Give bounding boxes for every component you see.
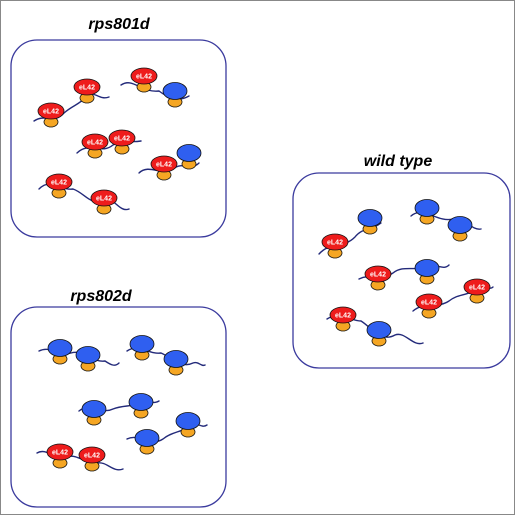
panel-rps802d: rps802d eL42 eL42 [10, 288, 227, 508]
ribosome [75, 346, 101, 372]
ribosome: eL42 [108, 129, 136, 155]
el42-label: eL42 [52, 450, 68, 457]
panel-rps801d: rps801d eL42 eL42 eL42 eL42 eL42 eL42 eL42 eL42 [10, 16, 227, 238]
ribosome [163, 350, 189, 376]
ribosome [175, 412, 201, 438]
el42-label: eL42 [469, 285, 485, 292]
panel-frame [10, 306, 227, 508]
large-subunit [176, 144, 202, 162]
ribosome [129, 335, 155, 361]
large-subunit [128, 393, 154, 411]
el42-label: eL42 [84, 453, 100, 460]
panel-title: wild type [364, 153, 433, 170]
ribosome [162, 82, 188, 108]
ribosome: eL42 [90, 189, 118, 215]
ribosome: eL42 [150, 155, 178, 181]
large-subunit-el42 [108, 129, 136, 147]
ribosome [176, 144, 202, 170]
el42-label: eL42 [43, 109, 59, 116]
large-subunit [129, 335, 155, 353]
large-subunit [163, 350, 189, 368]
ribosome [81, 400, 107, 426]
ribosome: eL42 [130, 67, 158, 93]
el42-label: eL42 [421, 300, 437, 307]
ribosome: eL42 [37, 102, 65, 128]
el42-label: eL42 [96, 196, 112, 203]
ribosome: eL42 [46, 443, 74, 469]
panel-frame [292, 172, 511, 369]
ribosome [134, 429, 160, 455]
large-subunit [357, 209, 383, 227]
ribosome [47, 339, 73, 365]
panel-title: rps801d [88, 16, 151, 33]
el42-label: eL42 [335, 313, 351, 320]
large-subunit [134, 429, 160, 447]
panel-title: rps802d [70, 288, 133, 305]
ribosome: eL42 [78, 446, 106, 472]
ribosome [414, 259, 440, 285]
ribosome: eL42 [463, 278, 491, 304]
el42-label: eL42 [156, 162, 172, 169]
large-subunit [47, 339, 73, 357]
ribosome: eL42 [73, 78, 101, 104]
el42-label: eL42 [370, 272, 386, 279]
ribosome: eL42 [81, 133, 109, 159]
large-subunit [162, 82, 188, 100]
ribosome: eL42 [329, 306, 357, 332]
large-subunit-el42 [329, 306, 357, 324]
ribosome: eL42 [415, 293, 443, 319]
large-subunit-el42 [321, 233, 349, 251]
large-subunit [414, 199, 440, 217]
large-subunit [366, 321, 392, 339]
panel-wild-type: wild type eL42 eL42 eL42 eL42 eL42 [292, 153, 511, 369]
panel-frame [10, 39, 227, 238]
el42-label: eL42 [327, 240, 343, 247]
el42-label: eL42 [114, 136, 130, 143]
el42-label: eL42 [79, 85, 95, 92]
ribosome [357, 209, 383, 235]
large-subunit-el42 [73, 78, 101, 96]
large-subunit-el42 [37, 102, 65, 120]
large-subunit-el42 [78, 446, 106, 464]
el42-label: eL42 [87, 140, 103, 147]
large-subunit-el42 [150, 155, 178, 173]
large-subunit [414, 259, 440, 277]
large-subunit-el42 [45, 173, 73, 191]
large-subunit-el42 [90, 189, 118, 207]
large-subunit-el42 [415, 293, 443, 311]
large-subunit [81, 400, 107, 418]
ribosome [447, 216, 473, 242]
large-subunit-el42 [130, 67, 158, 85]
el42-label: eL42 [136, 74, 152, 81]
el42-label: eL42 [51, 180, 67, 187]
ribosome: eL42 [321, 233, 349, 259]
large-subunit-el42 [81, 133, 109, 151]
large-subunit-el42 [364, 265, 392, 283]
ribosome: eL42 [364, 265, 392, 291]
large-subunit [175, 412, 201, 430]
ribosome [366, 321, 392, 347]
large-subunit [75, 346, 101, 364]
ribosome [128, 393, 154, 419]
large-subunit-el42 [463, 278, 491, 296]
ribosome: eL42 [45, 173, 73, 199]
ribosome [414, 199, 440, 225]
large-subunit [447, 216, 473, 234]
large-subunit-el42 [46, 443, 74, 461]
